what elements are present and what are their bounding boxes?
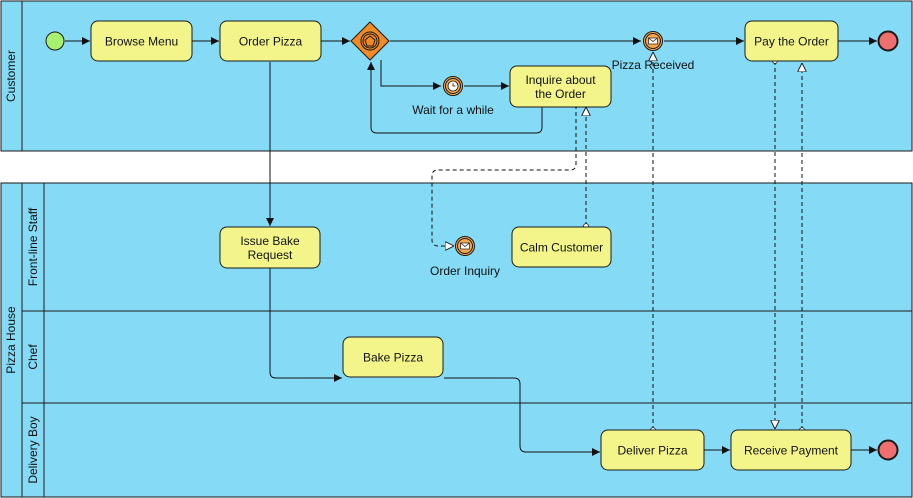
svg-text:Receive Payment: Receive Payment bbox=[744, 444, 839, 458]
start-event-customer[interactable] bbox=[45, 31, 65, 51]
pentagon-icon bbox=[364, 35, 376, 47]
lane-chef-label: Chef bbox=[26, 344, 40, 370]
svg-text:Request: Request bbox=[248, 248, 293, 262]
message-event-order-inquiry[interactable] bbox=[455, 236, 475, 256]
lane-delivery-boy-label: Delivery Boy bbox=[26, 416, 40, 483]
envelope-icon bbox=[648, 37, 658, 45]
task-issue-bake-request[interactable]: Issue Bake Request bbox=[219, 226, 321, 269]
customer-pool-label: Customer bbox=[4, 50, 18, 102]
message-event-pizza-received[interactable] bbox=[643, 31, 663, 51]
task-pay-the-order[interactable]: Pay the Order bbox=[744, 20, 839, 62]
end-event-delivery[interactable] bbox=[877, 439, 899, 461]
task-inquire-about-the-order[interactable]: Inquire about the Order bbox=[509, 65, 612, 108]
task-order-pizza[interactable]: Order Pizza bbox=[219, 20, 322, 62]
pizza-house-pool-label: Pizza House bbox=[4, 306, 18, 374]
svg-text:Order Pizza: Order Pizza bbox=[239, 35, 303, 49]
svg-text:Pay the Order: Pay the Order bbox=[754, 35, 829, 49]
end-event-customer[interactable] bbox=[877, 30, 899, 52]
task-deliver-pizza[interactable]: Deliver Pizza bbox=[600, 429, 705, 471]
order-inquiry-label: Order Inquiry bbox=[430, 264, 500, 278]
timer-event-wait[interactable] bbox=[443, 76, 463, 96]
svg-text:Bake Pizza: Bake Pizza bbox=[363, 351, 423, 365]
envelope-icon bbox=[460, 242, 470, 250]
lane-front-line-staff-label: Front-line Staff bbox=[26, 207, 40, 286]
svg-text:Calm Customer: Calm Customer bbox=[520, 241, 603, 255]
message-flows bbox=[431, 52, 802, 430]
task-calm-customer[interactable]: Calm Customer bbox=[511, 226, 612, 268]
task-bake-pizza[interactable]: Bake Pizza bbox=[342, 336, 444, 378]
wait-event-label: Wait for a while bbox=[412, 103, 494, 117]
svg-text:Inquire about: Inquire about bbox=[525, 73, 596, 87]
gateway-event-based[interactable] bbox=[350, 21, 390, 61]
task-browse-menu[interactable]: Browse Menu bbox=[90, 20, 193, 62]
svg-text:Issue Bake: Issue Bake bbox=[240, 234, 300, 248]
svg-text:Deliver Pizza: Deliver Pizza bbox=[617, 444, 687, 458]
pizza-received-label: Pizza Received bbox=[612, 58, 695, 72]
svg-text:Browse Menu: Browse Menu bbox=[105, 35, 178, 49]
task-receive-payment[interactable]: Receive Payment bbox=[730, 429, 852, 471]
svg-text:the Order: the Order bbox=[535, 87, 586, 101]
